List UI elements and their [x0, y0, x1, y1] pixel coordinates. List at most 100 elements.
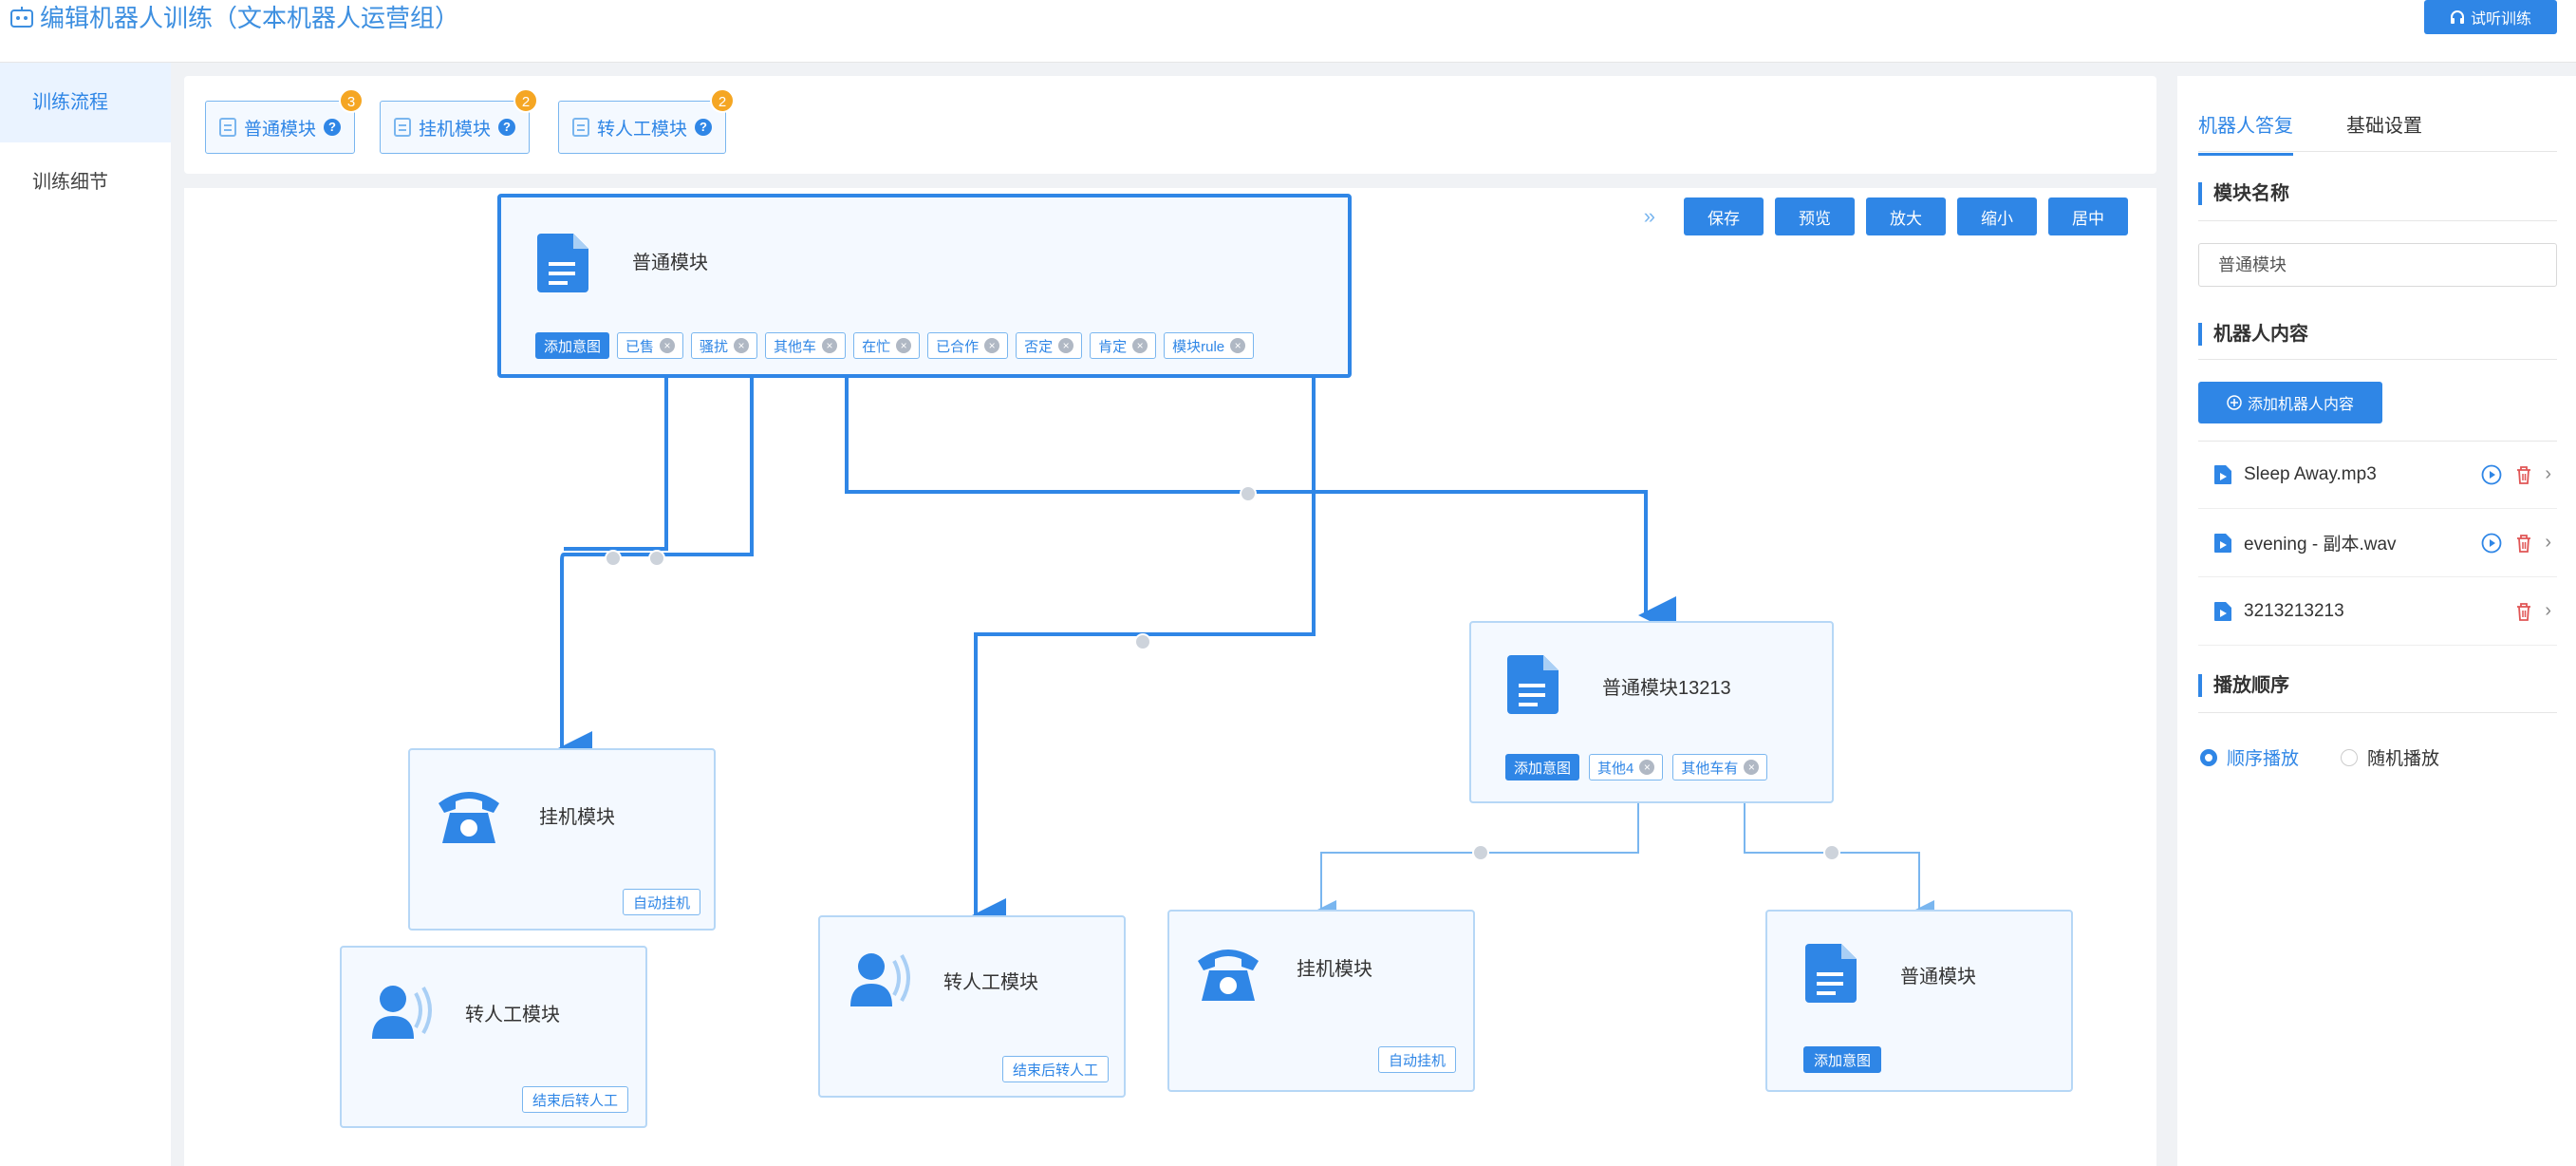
intent-tag[interactable]: 其他车 × — [765, 332, 847, 359]
module-normal-label: 普通模块 — [244, 119, 317, 140]
center-button[interactable]: 居中 — [2048, 197, 2128, 235]
node-title: 普通模块13213 — [1602, 678, 1731, 699]
delete-icon[interactable] — [2512, 532, 2535, 555]
right-tabs: 机器人答复 基础设置 — [2198, 110, 2422, 156]
intent-tag[interactable]: 已售 × — [617, 332, 684, 359]
close-icon[interactable]: × — [660, 338, 676, 353]
intent-tag[interactable]: 其他车有 × — [1672, 754, 1768, 780]
connector-dot — [1823, 844, 1840, 861]
module-transfer-button[interactable]: 转人工模块 ? 2 — [558, 88, 736, 154]
divider — [2198, 712, 2557, 713]
radio-random[interactable] — [2341, 748, 2359, 766]
divider — [2198, 220, 2557, 221]
connector-dot — [648, 550, 665, 567]
page-title: 编辑机器人训练（文本机器人运营组） — [40, 4, 460, 32]
audio-file-icon — [2214, 464, 2231, 484]
radio-sequential-label[interactable]: 顺序播放 — [2227, 749, 2300, 769]
close-icon[interactable]: × — [984, 338, 1000, 353]
module-name-input[interactable]: 普通模块 — [2198, 243, 2557, 287]
add-robot-content-button[interactable]: 添加机器人内容 — [2198, 382, 2382, 423]
intent-tag-label: 其他车 — [774, 338, 817, 355]
node-normal-13213[interactable]: 普通模块13213 添加意图 其他4× 其他车有 × — [1469, 621, 1834, 803]
connection-lines — [554, 368, 1934, 936]
play-icon[interactable] — [2480, 463, 2503, 486]
section-title-play-order: 播放顺序 — [2198, 674, 2289, 697]
intent-tags: 添加意图 已售 × 骚扰 × 其他车 × 在忙× 已合作 × 否定 × 肯定× 模块rul… — [535, 332, 1255, 359]
zoom-in-button[interactable]: 放大 — [1866, 197, 1946, 235]
node-root-normal[interactable]: 普通模块 添加意图 已售× 骚扰× 其他车× 在忙× 已合作× 否定× 肯定× … — [497, 194, 1352, 378]
node-hangup-2[interactable]: 挂机模块 自动挂机 — [1167, 910, 1475, 1092]
save-button[interactable]: 保存 — [1684, 197, 1764, 235]
help-icon[interactable]: ? — [498, 119, 516, 136]
close-icon[interactable]: × — [1230, 338, 1246, 353]
tab-basic-settings[interactable]: 基础设置 — [2346, 116, 2422, 137]
intent-tag[interactable]: 已合作 × — [927, 332, 1009, 359]
close-icon[interactable]: × — [1058, 338, 1074, 353]
node-normal-3[interactable]: 普通模块 添加意图 — [1765, 910, 2073, 1092]
add-intent-button[interactable]: 添加意图 — [1505, 754, 1580, 780]
intent-tag[interactable]: 否定 × — [1016, 332, 1083, 359]
file-row[interactable]: Sleep Away.mp3 › — [2198, 441, 2557, 509]
preview-button[interactable]: 预览 — [1775, 197, 1855, 235]
intent-tag-label: 模块rule — [1172, 338, 1225, 355]
connector-dot — [1134, 633, 1151, 650]
delete-icon[interactable] — [2512, 600, 2535, 623]
file-row[interactable]: 3213213213 › — [2198, 577, 2557, 646]
close-icon[interactable]: × — [822, 338, 838, 353]
radio-random-label[interactable]: 随机播放 — [2367, 749, 2440, 769]
play-icon[interactable] — [2480, 532, 2503, 555]
agent-icon — [372, 986, 432, 1039]
tab-robot-reply[interactable]: 机器人答复 — [2198, 110, 2293, 156]
close-icon[interactable]: × — [734, 338, 750, 353]
auto-hangup-tag[interactable]: 自动挂机 — [622, 889, 700, 915]
help-icon[interactable]: ? — [695, 119, 713, 136]
flow-canvas[interactable]: » 保存 预览 放大 缩小 居中 普通模块 添加意图 已售× 骚扰× 其他车× … — [184, 188, 2156, 1166]
module-hangup-label: 挂机模块 — [419, 119, 492, 140]
close-icon[interactable]: × — [896, 338, 912, 353]
close-icon[interactable]: × — [1744, 760, 1760, 775]
zoom-out-button[interactable]: 缩小 — [1957, 197, 2037, 235]
audio-file-icon — [2214, 533, 2231, 553]
chevron-right-icon[interactable]: » — [1643, 204, 1655, 228]
add-intent-button[interactable]: 添加意图 — [1803, 1046, 1882, 1073]
connector-dot — [605, 550, 622, 567]
intent-tag[interactable]: 在忙× — [853, 332, 921, 359]
delete-icon[interactable] — [2512, 463, 2535, 486]
chevron-right-icon[interactable]: › — [2545, 600, 2551, 621]
document-icon — [219, 118, 236, 137]
node-transfer-2[interactable]: 转人工模块 结束后转人工 — [818, 915, 1126, 1098]
nav-item-training-details[interactable]: 训练细节 — [32, 172, 108, 193]
module-hangup-button[interactable]: 挂机模块 ? 2 — [380, 88, 539, 154]
chevron-right-icon[interactable]: › — [2545, 532, 2551, 553]
transfer-after-end-tag[interactable]: 结束后转人工 — [1001, 1056, 1109, 1082]
trial-training-button[interactable]: 试听训练 — [2424, 0, 2557, 34]
file-row[interactable]: evening - 副本.wav › — [2198, 509, 2557, 577]
node-title: 转人工模块 — [465, 1005, 560, 1025]
help-icon[interactable]: ? — [324, 119, 342, 136]
intent-tag[interactable]: 模块rule × — [1164, 332, 1255, 359]
auto-hangup-tag[interactable]: 自动挂机 — [1377, 1046, 1456, 1073]
divider — [2198, 441, 2557, 442]
close-icon[interactable]: × — [1639, 760, 1655, 775]
transfer-after-end-tag[interactable]: 结束后转人工 — [521, 1086, 628, 1113]
divider — [2198, 151, 2557, 152]
nav-item-training-flow[interactable]: 训练流程 — [0, 63, 171, 142]
intent-tag[interactable]: 肯定× — [1090, 332, 1157, 359]
phone-icon — [1198, 950, 1259, 1001]
intent-tag[interactable]: 骚扰 × — [691, 332, 758, 359]
close-icon[interactable]: × — [1132, 338, 1148, 353]
module-transfer-count: 2 — [710, 88, 736, 113]
intent-tag-label: 已合作 — [936, 338, 980, 355]
intent-tag-label: 已售 — [625, 338, 655, 355]
intent-tag-label: 否定 — [1024, 338, 1054, 355]
module-normal-button[interactable]: 普通模块 ? 3 — [205, 88, 364, 154]
file-name: 3213213213 — [2244, 600, 2344, 621]
add-intent-button[interactable]: 添加意图 — [535, 332, 610, 359]
radio-sequential[interactable] — [2200, 748, 2217, 766]
node-transfer-1[interactable]: 转人工模块 结束后转人工 — [340, 946, 647, 1128]
intent-tag-label: 骚扰 — [700, 338, 729, 355]
intent-tag-label: 其他车有 — [1681, 760, 1739, 777]
chevron-right-icon[interactable]: › — [2545, 463, 2551, 484]
intent-tag[interactable]: 其他4× — [1589, 754, 1664, 780]
node-hangup-1[interactable]: 挂机模块 自动挂机 — [408, 748, 716, 931]
